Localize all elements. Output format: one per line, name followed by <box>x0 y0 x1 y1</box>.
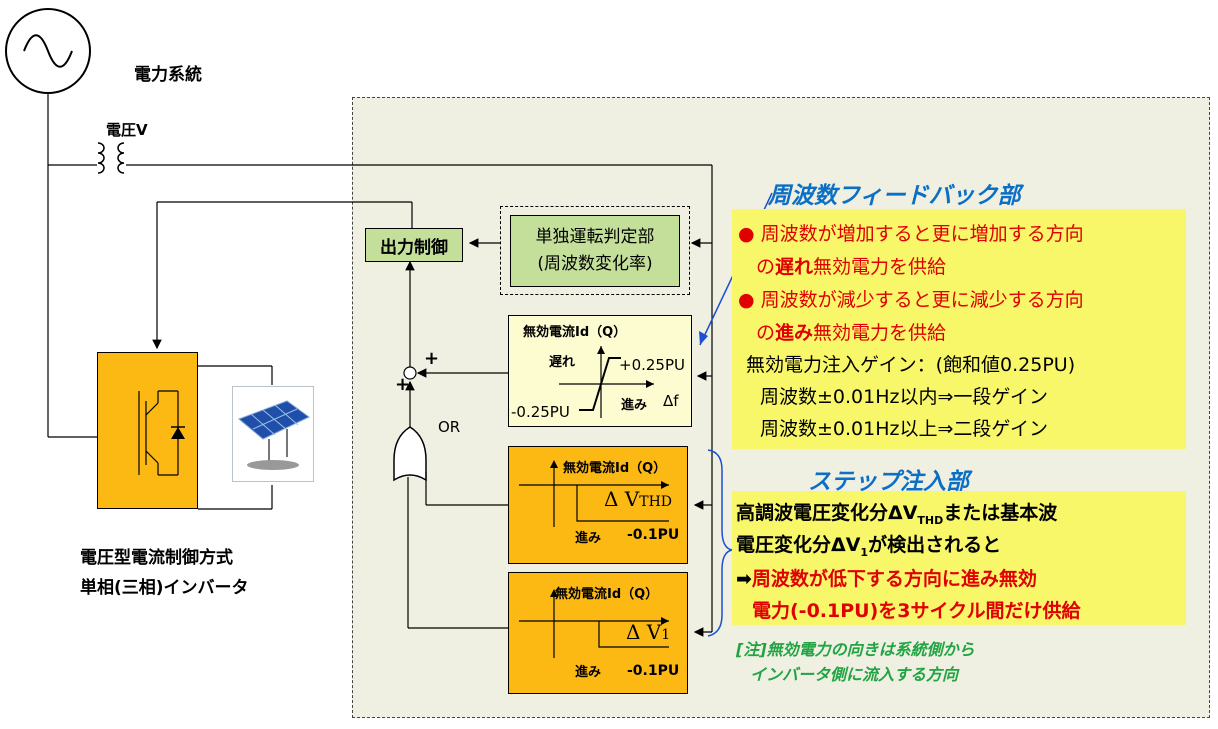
inverter-label-line1: 電圧型電流制御方式 <box>80 548 233 568</box>
voltage-label: 電圧V <box>106 121 148 139</box>
feedback-gain-line2: 周波数±0.01Hz以上⇒二段ゲイン <box>760 418 1049 440</box>
islanding-detection-block: 単独運転判定部 (周波数変化率) <box>510 215 680 287</box>
feedback-bullet2-line2: の進み無効電力を供給 <box>756 322 947 344</box>
voltage-transformer-icon <box>97 142 125 174</box>
freq-block-title: 無効電流Id（Q） <box>523 325 627 340</box>
step-line3: ➡周波数が低下する方向に進み無効 <box>736 568 1037 590</box>
freq-block-pos-limit: +0.25PU <box>619 356 685 374</box>
v1-block-title: 無効電流Id（Q） <box>555 587 659 602</box>
output-control-block: 出力制御 <box>365 228 463 262</box>
freq-block-lag: 遅れ <box>549 355 576 370</box>
plus-sign-left: + <box>395 374 411 395</box>
thd-step-block: 無効電流Id（Q） Δ VTHD 進み -0.1PU <box>508 446 688 564</box>
feedback-gain-title: 無効電力注入ゲイン：(飽和値0.25PU) <box>746 354 1076 376</box>
or-gate-icon <box>393 426 427 482</box>
thd-block-lead: 進み <box>575 531 602 546</box>
islanding-label-line2: (周波数変化率) <box>537 254 653 274</box>
v1-block-signal: Δ V1 <box>626 620 671 644</box>
freq-block-axis: Δf <box>663 392 679 410</box>
v1-block-lead: 進み <box>575 665 602 680</box>
v1-block-value: -0.1PU <box>627 663 680 679</box>
ac-source-icon <box>5 8 91 94</box>
feedback-gain-line1: 周波数±0.01Hz以内⇒一段ゲイン <box>760 386 1049 408</box>
step-line4: 電力(-0.1PU)を3サイクル間だけ供給 <box>752 600 1081 622</box>
plus-sign-top: + <box>424 348 440 369</box>
igbt-icon <box>138 390 185 476</box>
freq-block-neg-limit: -0.25PU <box>511 403 570 421</box>
feedback-bullet2-line1: ● 周波数が減少すると更に減少する方向 <box>738 289 1084 311</box>
thd-block-signal: Δ VTHD <box>604 487 673 511</box>
v1-step-block: 無効電流Id（Q） Δ V1 進み -0.1PU <box>508 572 688 694</box>
islanding-label-line1: 単独運転判定部 <box>535 227 655 247</box>
output-control-label: 出力制御 <box>380 237 448 258</box>
thd-block-title: 無効電流Id（Q） <box>563 461 667 476</box>
feedback-bullet1-line1: ● 周波数が増加すると更に増加する方向 <box>738 223 1084 245</box>
inverter-label-line2: 単相(三相)インバータ <box>80 578 249 598</box>
feedback-panel-title: 周波数フィードバック部 <box>768 183 1021 209</box>
inverter-block <box>97 352 198 509</box>
note-line2: インバータ側に流入する方向 <box>750 665 959 684</box>
note-line1: [注]無効電力の向きは系統側から <box>736 640 975 659</box>
frequency-feedback-block: 無効電流Id（Q） 遅れ +0.25PU -0.25PU 進み Δf <box>508 315 692 427</box>
thd-block-value: -0.1PU <box>627 527 680 543</box>
feedback-description-panel <box>732 209 1186 449</box>
grid-label: 電力系統 <box>134 65 202 85</box>
islanding-detection-frame <box>500 206 690 295</box>
step-line1: 高調波電圧変化分ΔVTHDまたは基本波 <box>736 502 1058 527</box>
solar-panel-image <box>232 386 314 482</box>
freq-block-lead: 進み <box>621 398 648 413</box>
step-line2: 電圧変化分ΔV1が検出されると <box>736 534 1002 559</box>
or-gate-label: OR <box>438 418 461 436</box>
feedback-bullet1-line2: の遅れ無効電力を供給 <box>756 256 947 278</box>
step-description-panel <box>732 491 1186 625</box>
step-panel-title: ステップ注入部 <box>808 469 969 495</box>
